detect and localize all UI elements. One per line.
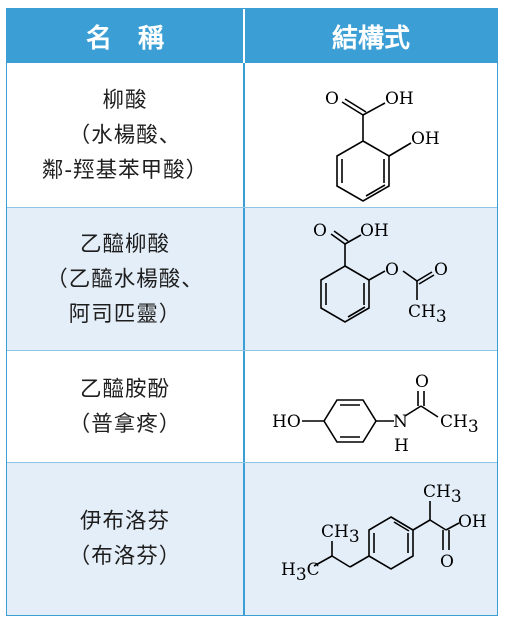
atom-label: OH	[360, 221, 389, 241]
table-row: 乙醯胺酚 （普拿疼） HO N H O	[7, 351, 497, 462]
drug-name-cell: 乙醯胺酚 （普拿疼）	[7, 351, 243, 462]
drug-alias: （水楊酸、	[68, 122, 182, 148]
column-divider	[243, 63, 245, 207]
atom-label: CH3	[321, 522, 360, 547]
drug-alias: （布洛芬）	[68, 544, 182, 569]
atom-label: H	[394, 436, 409, 456]
atom-label: O	[385, 260, 399, 280]
drug-name-cell: 乙醯柳酸 （乙醯水楊酸、 阿司匹靈）	[7, 208, 243, 350]
atom-label: CH3	[423, 482, 462, 507]
atom-label: HO	[272, 412, 301, 432]
atom-label: OH	[458, 512, 487, 532]
atom-label: H3C	[281, 560, 320, 585]
drug-table: 名 稱 結構式 柳酸 （水楊酸、 鄰-羥基苯甲酸）	[6, 8, 498, 616]
structure-aspirin: O OH O O CH3	[245, 208, 497, 350]
drug-name: 乙醯胺酚	[79, 376, 170, 402]
header-structure: 結構式	[331, 23, 410, 54]
atom-label: O	[325, 89, 339, 109]
row-divider	[7, 207, 497, 208]
drug-name: 乙醯柳酸	[79, 231, 170, 257]
table-row: 柳酸 （水楊酸、 鄰-羥基苯甲酸） O OH OH	[7, 63, 497, 207]
structure-salicylic-acid: O OH OH	[245, 63, 497, 207]
atom-label: O	[434, 260, 448, 280]
atom-label: OH	[385, 89, 414, 109]
row-divider	[7, 350, 497, 351]
column-divider	[243, 463, 245, 615]
column-divider	[243, 351, 245, 462]
drug-alias: （普拿疼）	[68, 411, 182, 437]
column-divider	[243, 208, 245, 350]
drug-name-cell: 柳酸 （水楊酸、 鄰-羥基苯甲酸）	[7, 63, 243, 207]
drug-alias: 鄰-羥基苯甲酸）	[41, 157, 209, 183]
atom-label: O	[415, 372, 429, 392]
atom-label: O	[440, 552, 454, 572]
atom-label: OH	[411, 129, 440, 149]
table-row: 伊布洛芬 （布洛芬）	[7, 463, 497, 615]
atom-label: N	[393, 412, 408, 432]
drug-name-cell: 伊布洛芬 （布洛芬）	[7, 463, 243, 615]
header-divider	[243, 9, 245, 63]
drug-name: 柳酸	[102, 87, 148, 113]
structure-paracetamol: HO N H O CH3	[245, 351, 497, 462]
drug-name: 伊布洛芬	[79, 509, 170, 534]
drug-alias: 阿司匹靈）	[68, 301, 182, 327]
header-name: 名 稱	[85, 23, 164, 54]
drug-alias: （乙醯水楊酸、	[46, 266, 204, 292]
atom-label: CH3	[408, 302, 447, 327]
atom-label: O	[313, 221, 327, 241]
table-header: 名 稱 結構式	[7, 9, 497, 63]
row-divider	[7, 462, 497, 463]
structure-ibuprofen: CH3 CH3 H3C OH O	[245, 463, 497, 615]
table-row: 乙醯柳酸 （乙醯水楊酸、 阿司匹靈）	[7, 208, 497, 350]
atom-label: CH3	[440, 412, 479, 437]
